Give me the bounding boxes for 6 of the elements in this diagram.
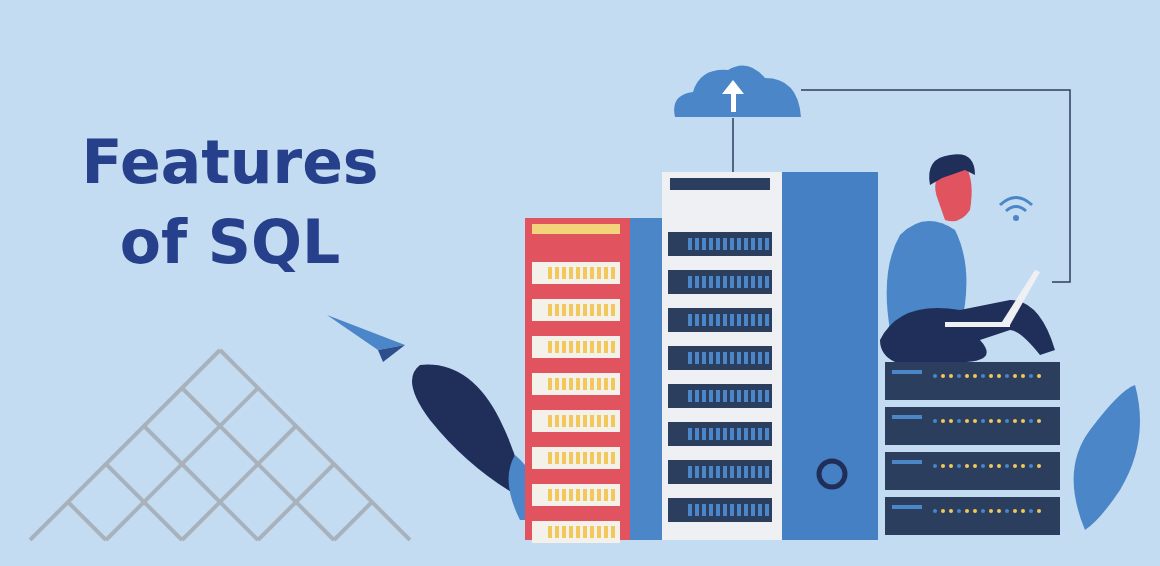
cloud-upload-icon (674, 65, 801, 117)
cable-line (732, 117, 734, 173)
heading: Features of SQL (80, 126, 380, 279)
cable-line (800, 89, 1071, 283)
person-with-laptop-drawing (880, 154, 1055, 362)
server-rack-drawing (662, 172, 878, 540)
